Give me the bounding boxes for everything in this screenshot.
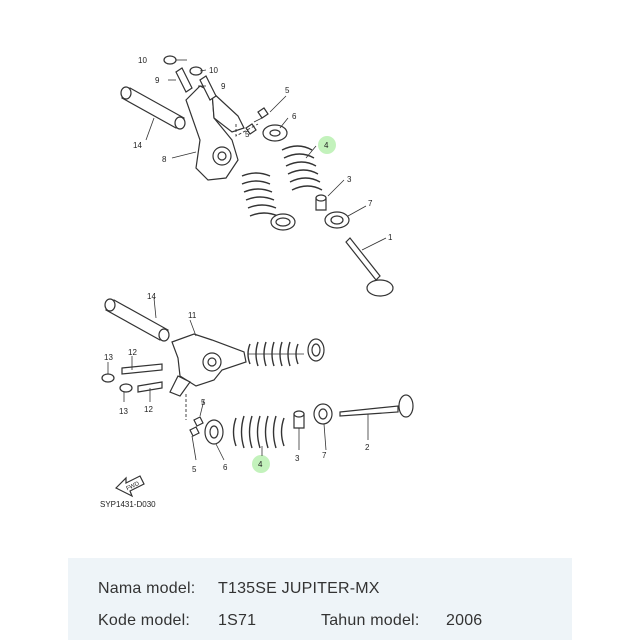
stem-seal-upper [315,194,327,211]
model-code-value: 1S71 [218,612,257,629]
model-name-label: Nama model: [98,580,196,597]
rocker-arm-lower [169,333,247,397]
model-info-panel: Nama model: T135SE JUPITER-MX Kode model… [68,558,572,640]
parts-diagram: 10 10 9 9 5 5 6 4 3 7 1 14 8 [100,55,414,509]
callout-5c: 5 [201,398,206,407]
callout-7a: 7 [368,199,373,208]
callout-10b: 10 [209,66,218,75]
valve-spring-lower [232,415,285,449]
valve-spring-upper [281,145,323,191]
callout-14b: 14 [147,292,156,301]
callout-11: 11 [188,311,197,320]
callout-6b: 6 [223,463,228,472]
callout-10a: 10 [138,56,147,65]
callout-9a: 9 [155,76,160,85]
spring-upper-left [241,172,296,231]
callout-2: 2 [365,443,370,452]
model-year-label: Tahun model: [321,612,420,629]
model-code-label: Kode model: [98,612,191,629]
callout-7b: 7 [322,451,327,460]
valve-intake [345,237,394,297]
callout-5d: 5 [192,465,197,474]
highlight-part-4-lower [252,455,270,473]
callout-6a: 6 [292,112,297,121]
adjuster-upper [163,55,217,101]
callout-14a: 14 [133,141,142,150]
callout-3a: 3 [347,175,352,184]
callout-12a: 12 [128,348,137,357]
fwd-arrow-icon: FWD [114,475,145,498]
callout-8: 8 [162,155,167,164]
callout-3b: 3 [295,454,300,463]
valve-exhaust [339,394,414,418]
callout-5a: 5 [285,86,290,95]
retainer-upper [262,124,288,142]
rocker-shaft-upper [120,86,186,130]
spring-seat-upper [324,211,350,229]
spring-lower-top [247,338,325,367]
adjuster-lower [101,363,163,393]
rocker-shaft-lower [104,298,170,342]
cotter-lower [189,416,204,437]
rocker-arm-upper [185,85,245,181]
diagram-code: SYP1431-D030 [100,500,156,509]
model-year-value: 2006 [446,612,483,629]
callout-4a: 4 [324,141,329,150]
callout-1: 1 [388,233,393,242]
spring-seat-lower [313,403,333,425]
highlight-part-4-upper [318,136,336,154]
model-name-value: T135SE JUPITER-MX [218,580,380,597]
callout-13a: 13 [104,353,113,362]
fwd-label: FWD [126,481,142,492]
callout-5b: 5 [245,130,250,139]
callout-12b: 12 [144,405,153,414]
stem-seal-lower [293,410,305,429]
callout-4b: 4 [258,460,263,469]
callout-13b: 13 [119,407,128,416]
retainer-lower [204,419,224,445]
callout-9b: 9 [221,82,226,91]
